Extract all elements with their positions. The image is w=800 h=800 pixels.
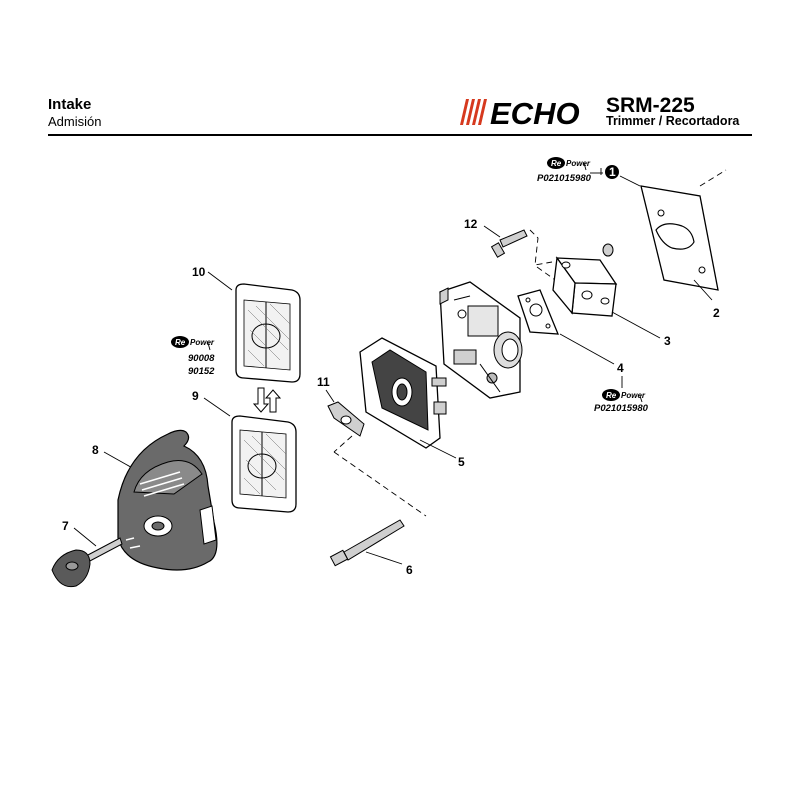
part-9-filter-element [231,415,297,513]
model-description: Trimmer / Recortadora [606,114,740,128]
part-12-screw [490,229,528,258]
callout-6: 6 [406,563,413,577]
repower-badge-left: Re Power [171,336,215,351]
repower-re-left: Re [175,338,186,347]
part-3-insulator [552,256,618,317]
callout-10: 10 [192,265,206,279]
callout-5: 5 [458,455,465,469]
part-4-gasket [517,289,559,335]
part-5-air-cleaner-base [359,337,447,449]
echo-logo: ECHO [460,96,580,129]
header-divider [48,134,752,136]
repower-power-right: Power [621,391,646,400]
page-title: Intake [48,96,92,113]
part-11-gasket [327,401,365,437]
part-6-bolt [329,519,405,567]
repower-power-left: Power [190,338,215,347]
carburetor [439,281,523,399]
kit-number-top: P021015980 [537,173,592,184]
callout-1-marker [605,165,619,179]
callout-11: 11 [317,375,330,389]
kit-number-right: P021015980 [594,403,649,414]
part-10-filter-element [235,283,301,383]
brand-wordmark: ECHO [490,96,580,129]
part-7-knob [51,537,123,588]
callout-4: 4 [617,361,624,375]
part-2-washer [602,243,614,257]
callout-12: 12 [464,217,478,231]
swap-arrows [252,387,282,413]
part-8-air-cleaner-cover [117,429,218,571]
kit-number-left-2: 90152 [188,366,215,377]
callout-2: 2 [713,306,720,320]
repower-power-top: Power [566,159,591,168]
callout-3: 3 [664,334,671,348]
repower-badge-right: Re Power [602,389,646,403]
part-1-gasket [640,185,719,291]
repower-re-right: Re [606,391,617,400]
page-subtitle: Admisión [48,114,102,129]
callout-1: 1 [609,165,616,179]
callout-7: 7 [62,519,69,533]
callout-8: 8 [92,443,99,457]
repower-badge-top: Re Power [547,157,591,171]
repower-re-top: Re [551,159,562,168]
callout-9: 9 [192,389,199,403]
kit-number-left-1: 90008 [188,353,215,364]
model-number: SRM-225 [606,94,695,117]
